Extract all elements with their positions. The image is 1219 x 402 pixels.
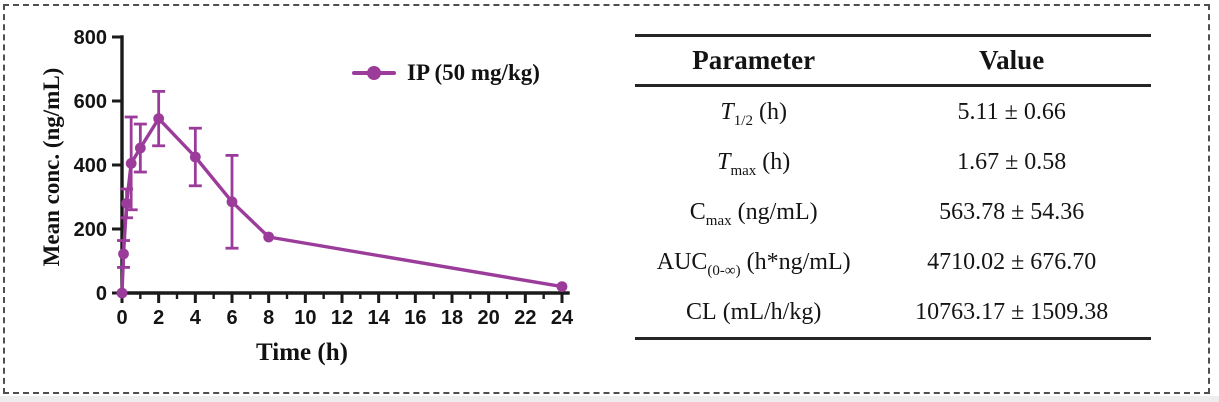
- table-row: CL (mL/h/kg) 10763.17 ± 1509.38: [635, 287, 1151, 337]
- data-point: [125, 158, 137, 169]
- parameter-value: 4710.02 ± 676.70: [927, 248, 1097, 275]
- y-tick-label: 400: [74, 155, 107, 177]
- pk-parameters-table: Parameter Value T1/2 (h) 5.11 ± 0.66 Tma…: [635, 34, 1151, 340]
- x-tick-label: 18: [441, 307, 463, 329]
- data-point: [189, 151, 201, 163]
- data-point: [134, 142, 146, 154]
- y-tick-label: 200: [74, 219, 107, 241]
- x-tick-label: 24: [551, 307, 574, 329]
- y-axis-title: Mean conc. (ng/mL): [39, 67, 64, 267]
- data-point: [121, 198, 132, 209]
- chart-legend: IP (50 mg/kg): [352, 60, 540, 86]
- table-row: T1/2 (h) 5.11 ± 0.66: [635, 87, 1151, 137]
- parameter-name: AUC(0-∞) (h*ng/mL): [656, 248, 851, 279]
- legend-line-marker-icon: [352, 66, 396, 80]
- data-point: [118, 248, 129, 260]
- x-tick-label: 20: [478, 307, 500, 329]
- x-tick-label: 22: [514, 307, 536, 329]
- x-tick-label: 0: [116, 307, 127, 329]
- table-row: Tmax (h) 1.67 ± 0.58: [635, 137, 1151, 187]
- x-tick-label: 12: [331, 307, 353, 329]
- series-line: [120, 116, 563, 294]
- x-tick-label: 2: [153, 307, 164, 329]
- parameter-value: 10763.17 ± 1509.38: [915, 298, 1109, 325]
- table-header-parameter: Parameter: [692, 45, 816, 75]
- x-tick-label: 4: [190, 307, 202, 329]
- parameter-value: 1.67 ± 0.58: [957, 148, 1067, 175]
- data-point: [153, 113, 165, 124]
- parameter-name: T1/2 (h): [720, 98, 787, 129]
- y-tick-label: 0: [96, 283, 107, 305]
- table-header-row: Parameter Value: [635, 34, 1151, 87]
- legend-label: IP (50 mg/kg): [407, 60, 540, 85]
- y-tick-label: 800: [74, 27, 107, 49]
- parameter-value: 563.78 ± 54.36: [939, 198, 1085, 225]
- table-header-value: Value: [979, 45, 1045, 75]
- table-row: Cmax (ng/mL) 563.78 ± 54.36: [635, 187, 1151, 237]
- x-tick-label: 6: [226, 307, 237, 329]
- table-row: AUC(0-∞) (h*ng/mL) 4710.02 ± 676.70: [635, 237, 1151, 287]
- x-tick-label: 14: [368, 307, 391, 329]
- y-tick-label: 600: [74, 91, 107, 113]
- table-body: T1/2 (h) 5.11 ± 0.66 Tmax (h) 1.67 ± 0.5…: [635, 87, 1151, 340]
- data-point: [116, 287, 128, 299]
- data-point: [226, 196, 238, 208]
- parameter-name: Tmax (h): [717, 148, 791, 179]
- x-tick-label: 10: [294, 307, 316, 329]
- x-tick-label: 8: [263, 307, 274, 329]
- page-background-strip: [0, 396, 1219, 402]
- data-point: [556, 281, 568, 292]
- parameter-name: Cmax (ng/mL): [689, 198, 818, 229]
- parameter-name: CL (mL/h/kg): [686, 298, 822, 325]
- x-axis-title: Time (h): [256, 339, 348, 366]
- data-point: [263, 231, 275, 243]
- parameter-value: 5.11 ± 0.66: [957, 98, 1066, 125]
- x-tick-label: 16: [404, 307, 426, 329]
- legend-dot-icon: [367, 66, 381, 80]
